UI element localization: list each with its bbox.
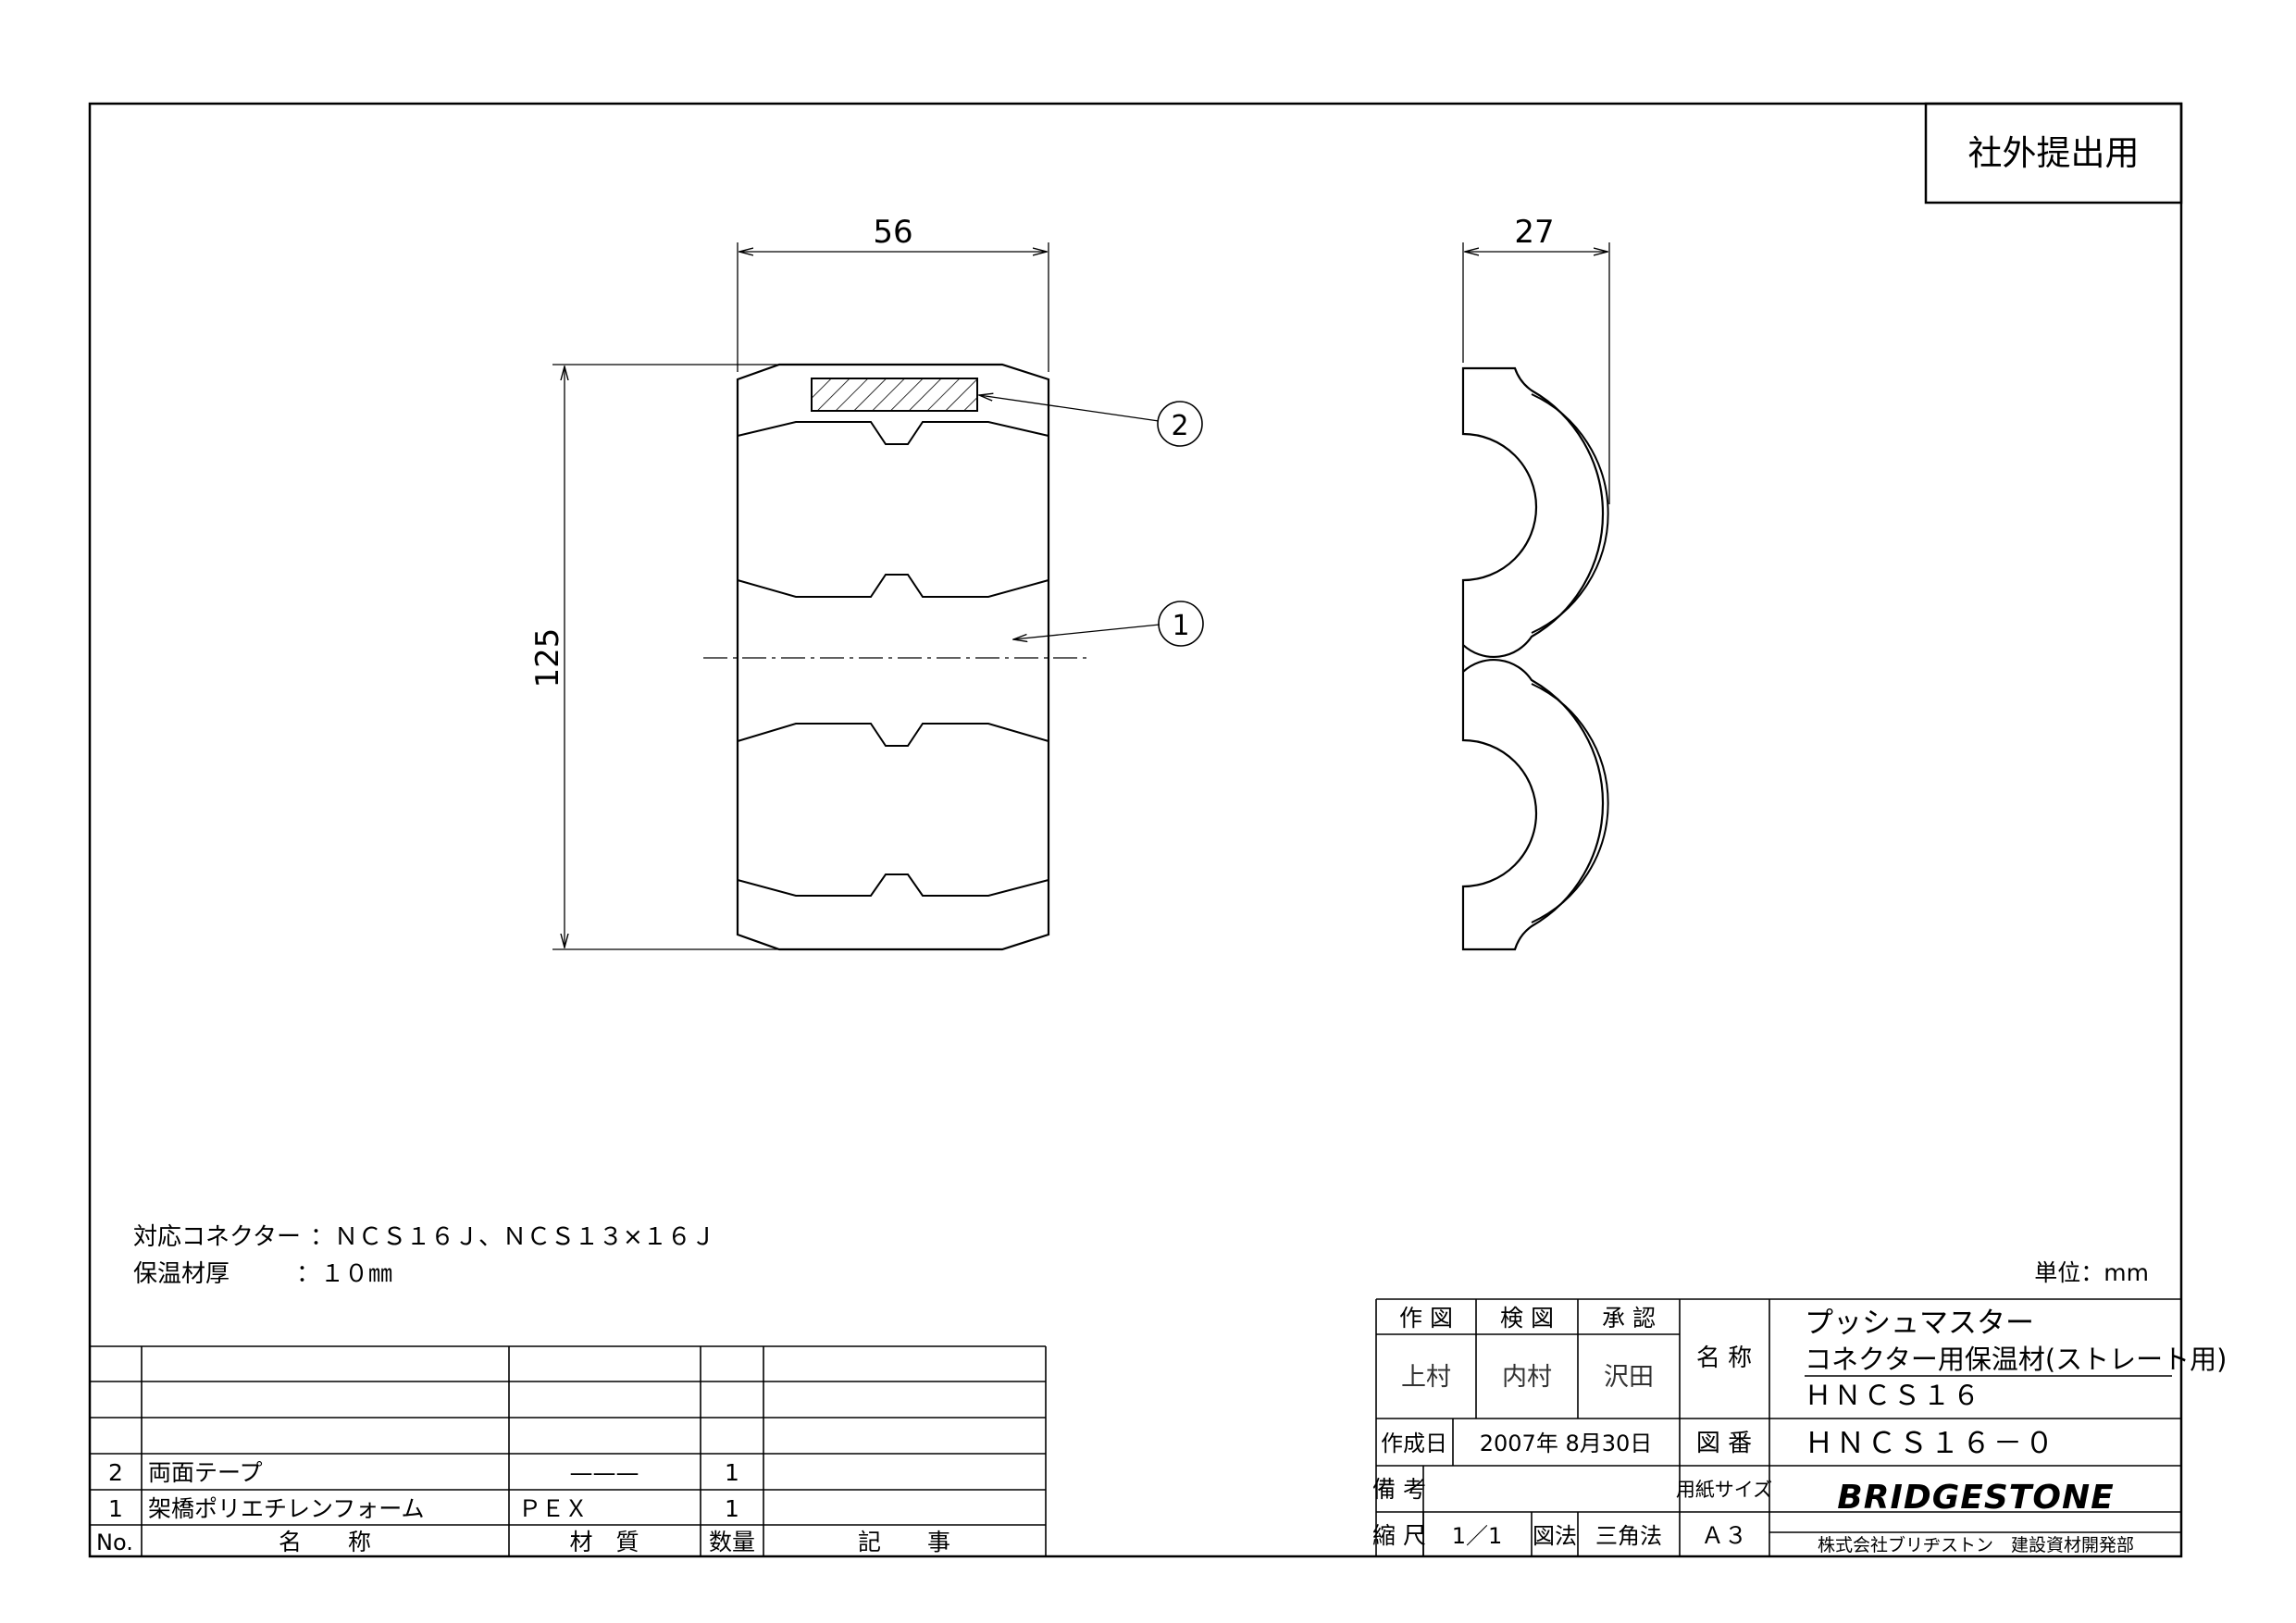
callout-2-label: 2 xyxy=(1171,410,1188,442)
dimension-width: 56 xyxy=(737,214,1049,372)
front-view-outline xyxy=(736,363,1050,951)
projection-label: 図法 xyxy=(1533,1523,1577,1549)
cell-qty: 1 xyxy=(725,1495,739,1522)
table-row: 1 架橋ポリエチレンフォーム ＰＥＸ 1 xyxy=(108,1495,739,1522)
cell-material: ＰＥＸ xyxy=(518,1495,588,1522)
header-no: No. xyxy=(96,1530,133,1555)
checked-label: 検 図 xyxy=(1500,1305,1554,1332)
dimension-depth: 27 xyxy=(1462,214,1610,504)
scale-label: 縮 尺 xyxy=(1372,1522,1426,1549)
notes: 対応コネクター ：ＮＣＳ１６Ｊ、ＮＣＳ１３×１６Ｊ 保温材厚 ：１０㎜ xyxy=(133,1223,715,1288)
table-header: No. 名 称 材 質 数量 記 事 xyxy=(96,1529,950,1555)
name-label: 名 称 xyxy=(1696,1344,1752,1372)
paper-size-label: 用紙サイズ xyxy=(1676,1479,1772,1501)
projection-value: 三角法 xyxy=(1595,1523,1662,1549)
groove-2 xyxy=(737,574,1049,598)
note-thickness-label: 保温材厚 xyxy=(133,1260,230,1288)
callout-1-label: 1 xyxy=(1172,610,1189,642)
header-qty: 数量 xyxy=(709,1529,755,1555)
dimension-width-label: 56 xyxy=(873,214,912,251)
remarks-label: 備 考 xyxy=(1372,1476,1426,1503)
cell-name: 架橋ポリエチレンフォーム xyxy=(148,1495,425,1522)
scale-value: 1／1 xyxy=(1452,1523,1503,1549)
cell-qty: 1 xyxy=(725,1459,739,1486)
bridgestone-logo: BRIDGESTONE xyxy=(1837,1479,2114,1517)
product-line2: コネクター用保温材(ストレート用) xyxy=(1805,1344,2227,1375)
created-label: 作成日 xyxy=(1381,1431,1447,1456)
dimension-height-label: 125 xyxy=(529,628,566,688)
callout-2: 2 xyxy=(979,395,1203,447)
checked-by-stamp: 内村 xyxy=(1502,1363,1552,1392)
side-view-inner-arc-bottom xyxy=(1531,683,1609,923)
submission-badge: 社外提出用 xyxy=(1924,102,2183,204)
parts-table: 2 両面テープ ——— 1 1 架橋ポリエチレンフォーム ＰＥＸ 1 No. 名… xyxy=(90,1345,1047,1556)
drawn-by-stamp: 上村 xyxy=(1401,1363,1451,1392)
double-sided-tape xyxy=(811,378,978,412)
dimension-depth-label: 27 xyxy=(1514,214,1554,251)
badge-text: 社外提出用 xyxy=(1968,133,2140,173)
note-connector-value: ：ＮＣＳ１６Ｊ、ＮＣＳ１３×１６Ｊ xyxy=(310,1223,715,1251)
table-row: 2 両面テープ ——— 1 xyxy=(108,1459,739,1486)
drawing-no-label: 図 番 xyxy=(1696,1430,1752,1457)
product-line1: プッシュマスター xyxy=(1805,1307,2034,1340)
header-name: 名 称 xyxy=(279,1529,371,1555)
groove-1 xyxy=(737,421,1049,445)
drawing-number: ＨＮＣＳ１６－０ xyxy=(1805,1427,2056,1460)
header-remarks: 記 事 xyxy=(858,1529,950,1555)
approved-label: 承 認 xyxy=(1602,1305,1656,1332)
side-view-outline xyxy=(1461,366,1605,951)
callout-1: 1 xyxy=(1013,601,1204,647)
note-connector-label: 対応コネクター xyxy=(133,1223,301,1251)
side-view-inner-arc-top xyxy=(1531,393,1609,634)
drawn-label: 作 図 xyxy=(1399,1305,1453,1332)
dimension-height: 125 xyxy=(529,364,779,950)
paper-size-value: Ａ３ xyxy=(1701,1522,1747,1549)
front-view xyxy=(703,363,1087,951)
cell-name: 両面テープ xyxy=(148,1459,263,1486)
cell-no: 1 xyxy=(108,1495,123,1522)
cell-no: 2 xyxy=(108,1459,123,1486)
header-material: 材 質 xyxy=(569,1529,639,1555)
logo-text: BRIDGESTONE xyxy=(1837,1479,2114,1517)
unit-note: 単位：mm xyxy=(2034,1259,2149,1286)
groove-4 xyxy=(737,873,1049,897)
title-block: 作 図 検 図 承 認 上村 内村 沢田 名 称 プッシュマスター コネクター用… xyxy=(1372,1298,2227,1556)
product-code: ＨＮＣＳ１６ xyxy=(1805,1380,1982,1411)
company-name: 株式会社ブリヂストン 建設資材開発部 xyxy=(1818,1534,2134,1555)
groove-3 xyxy=(737,723,1049,747)
created-date: 2007年 8月30日 xyxy=(1480,1431,1653,1456)
sheet-border xyxy=(88,102,2183,1558)
cell-material: ——— xyxy=(570,1459,639,1486)
side-view xyxy=(1461,366,1609,951)
note-thickness-value: ：１０㎜ xyxy=(296,1260,392,1288)
approved-by-stamp: 沢田 xyxy=(1604,1363,1654,1392)
